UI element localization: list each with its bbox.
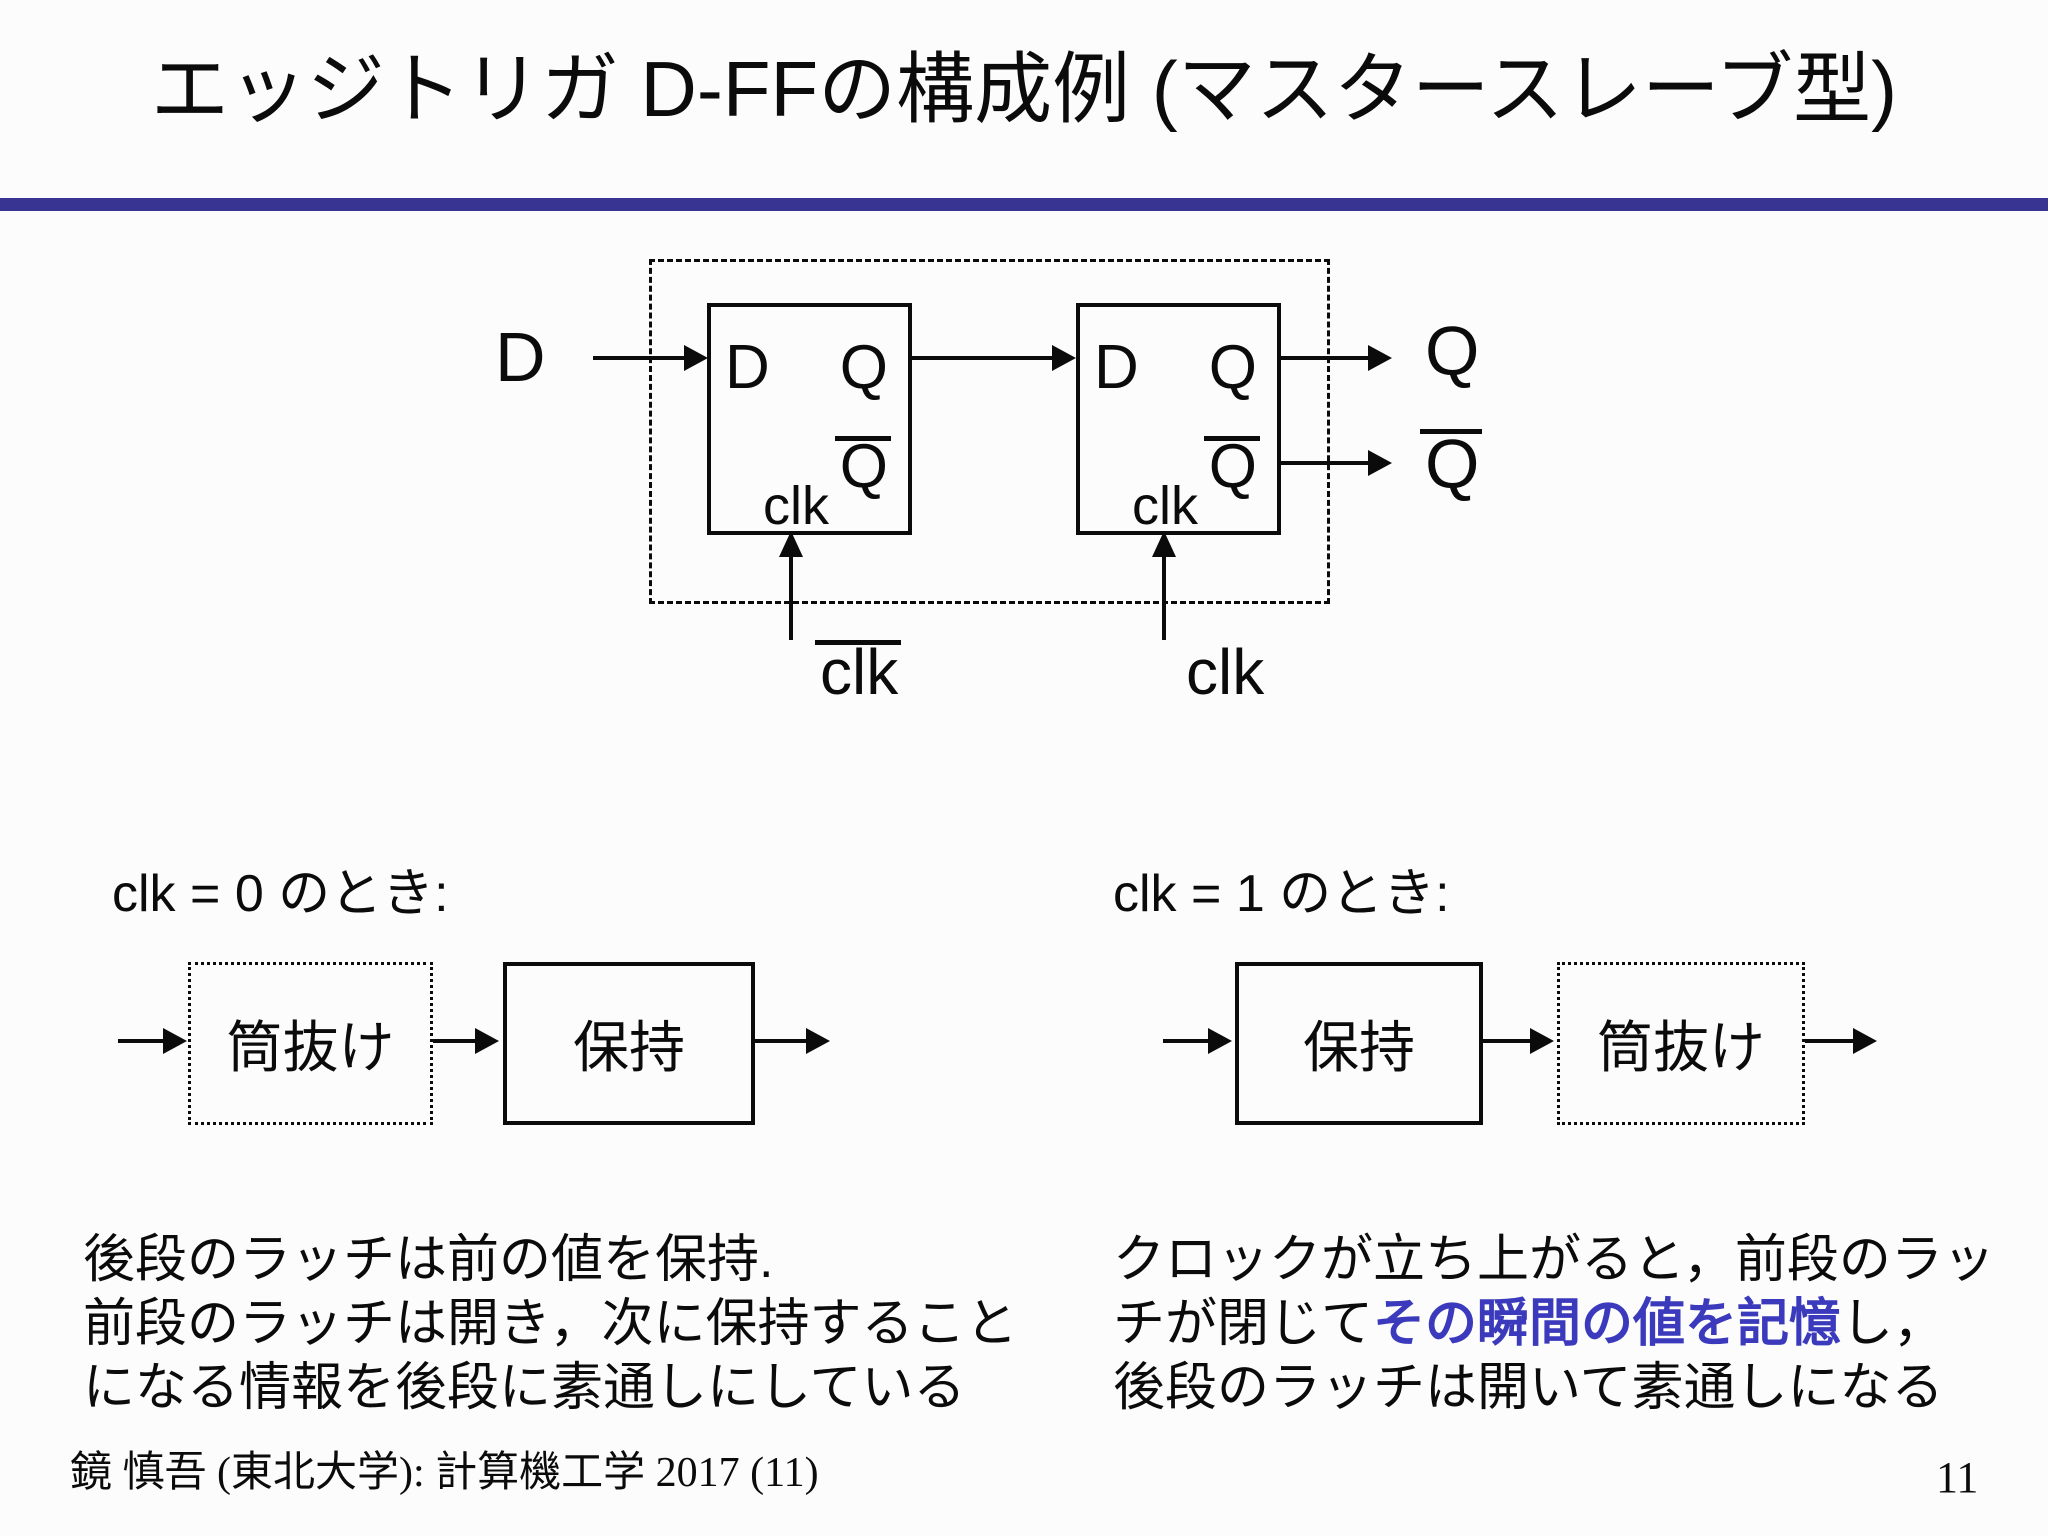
master-qbar-label: Q [834,432,892,501]
clk1-notes-line2-pre: チが閉じて [1113,1295,1374,1353]
clk0-hold-label: 保持 [573,1016,685,1079]
clkbar-input-label: clk [814,636,902,708]
slave-d-label: D [1094,333,1139,402]
case-clk0-heading: clk = 0 のとき: [112,865,449,923]
output-qbar-wire [1277,461,1368,465]
clk1-in-arrowhead [1208,1028,1232,1054]
clk1-out-arrowhead [1853,1028,1877,1054]
clk0-notes-line1: 後段のラッチは前の値を保持. [83,1231,774,1289]
footer-credit: 鏡 慎吾 (東北大学): 計算機工学 2017 (11) [70,1450,819,1496]
clk1-mid-wire [1483,1039,1530,1043]
clk1-notes-line1: クロックが立ち上がると，前段のラッ [1113,1231,1995,1289]
master-q-label: Q [839,333,888,402]
title-accent-bar [0,198,2048,211]
clk1-notes-line3: 後段のラッチは開いて素通しになる [1113,1359,1944,1417]
master-clk-label: clk [763,476,829,536]
clk0-in-wire [118,1039,167,1043]
clk1-notes-emphasis: その瞬間の値を記憶 [1373,1295,1842,1353]
input-wire [593,356,686,360]
clk1-passthrough-box: 筒抜け [1557,962,1805,1125]
input-arrowhead [684,345,708,371]
output-qbar-label: Q [1419,425,1483,503]
clk0-in-arrowhead [163,1028,187,1054]
clk1-in-wire [1163,1039,1210,1043]
slave-qbar-label: Q [1203,432,1261,501]
output-q-wire [1277,356,1368,360]
output-q-arrowhead [1368,345,1392,371]
clk-arrowhead [1152,531,1176,557]
stage-arrowhead [1052,345,1076,371]
clk0-passthrough-box: 筒抜け [188,962,433,1125]
slave-qbar-overline: Q [1203,432,1261,501]
clkbar-overline: clk [814,636,902,708]
clk0-notes-line2: 前段のラッチは開き，次に保持すること [83,1295,1018,1353]
clkbar-wire [789,556,793,640]
clk1-out-wire [1805,1039,1853,1043]
clk0-mid-wire [433,1039,477,1043]
clk0-out-arrowhead [806,1028,830,1054]
slave-clk-label: clk [1132,476,1198,536]
stage-wire [908,356,1052,360]
master-d-label: D [725,333,770,402]
master-latch-box: D Q Q clk [707,303,912,535]
clkbar-arrowhead [779,531,803,557]
clk1-mid-arrowhead [1530,1028,1554,1054]
output-q-label: Q [1425,312,1480,390]
clk0-hold-box: 保持 [503,962,755,1125]
clk1-hold-label: 保持 [1303,1016,1415,1079]
page-title: エッジトリガ D-FFの構成例 (マスタースレーブ型) [150,45,1898,133]
clk0-notes: 後段のラッチは前の値を保持. 前段のラッチは開き，次に保持すること になる情報を… [83,1228,1017,1420]
clk-wire [1162,556,1166,640]
master-qbar-overline: Q [834,432,892,501]
clk0-out-wire [755,1039,808,1043]
page-number: 11 [1936,1453,1979,1502]
clk0-passthrough-label: 筒抜け [226,1016,395,1079]
clk1-passthrough-label: 筒抜け [1597,1016,1765,1079]
dff-dashed-boundary [649,259,1330,604]
clk1-notes-line2: チが閉じてその瞬間の値を記憶し， [1113,1292,1995,1356]
clk1-notes-line2-post: し， [1841,1295,1946,1353]
input-d-label: D [495,318,546,396]
output-qbar-overline: Q [1419,425,1483,503]
output-qbar-arrowhead [1368,450,1392,476]
clk0-notes-line3: になる情報を後段に素通しにしている [83,1359,966,1417]
clk1-hold-box: 保持 [1235,962,1483,1125]
slave-q-label: Q [1208,333,1257,402]
slave-latch-box: D Q Q clk [1076,303,1281,535]
clk1-notes: クロックが立ち上がると，前段のラッ チが閉じてその瞬間の値を記憶し， 後段のラッ… [1113,1228,1995,1420]
clk-input-label: clk [1186,636,1265,708]
case-clk1-heading: clk = 1 のとき: [1113,865,1450,923]
clk0-mid-arrowhead [475,1028,499,1054]
